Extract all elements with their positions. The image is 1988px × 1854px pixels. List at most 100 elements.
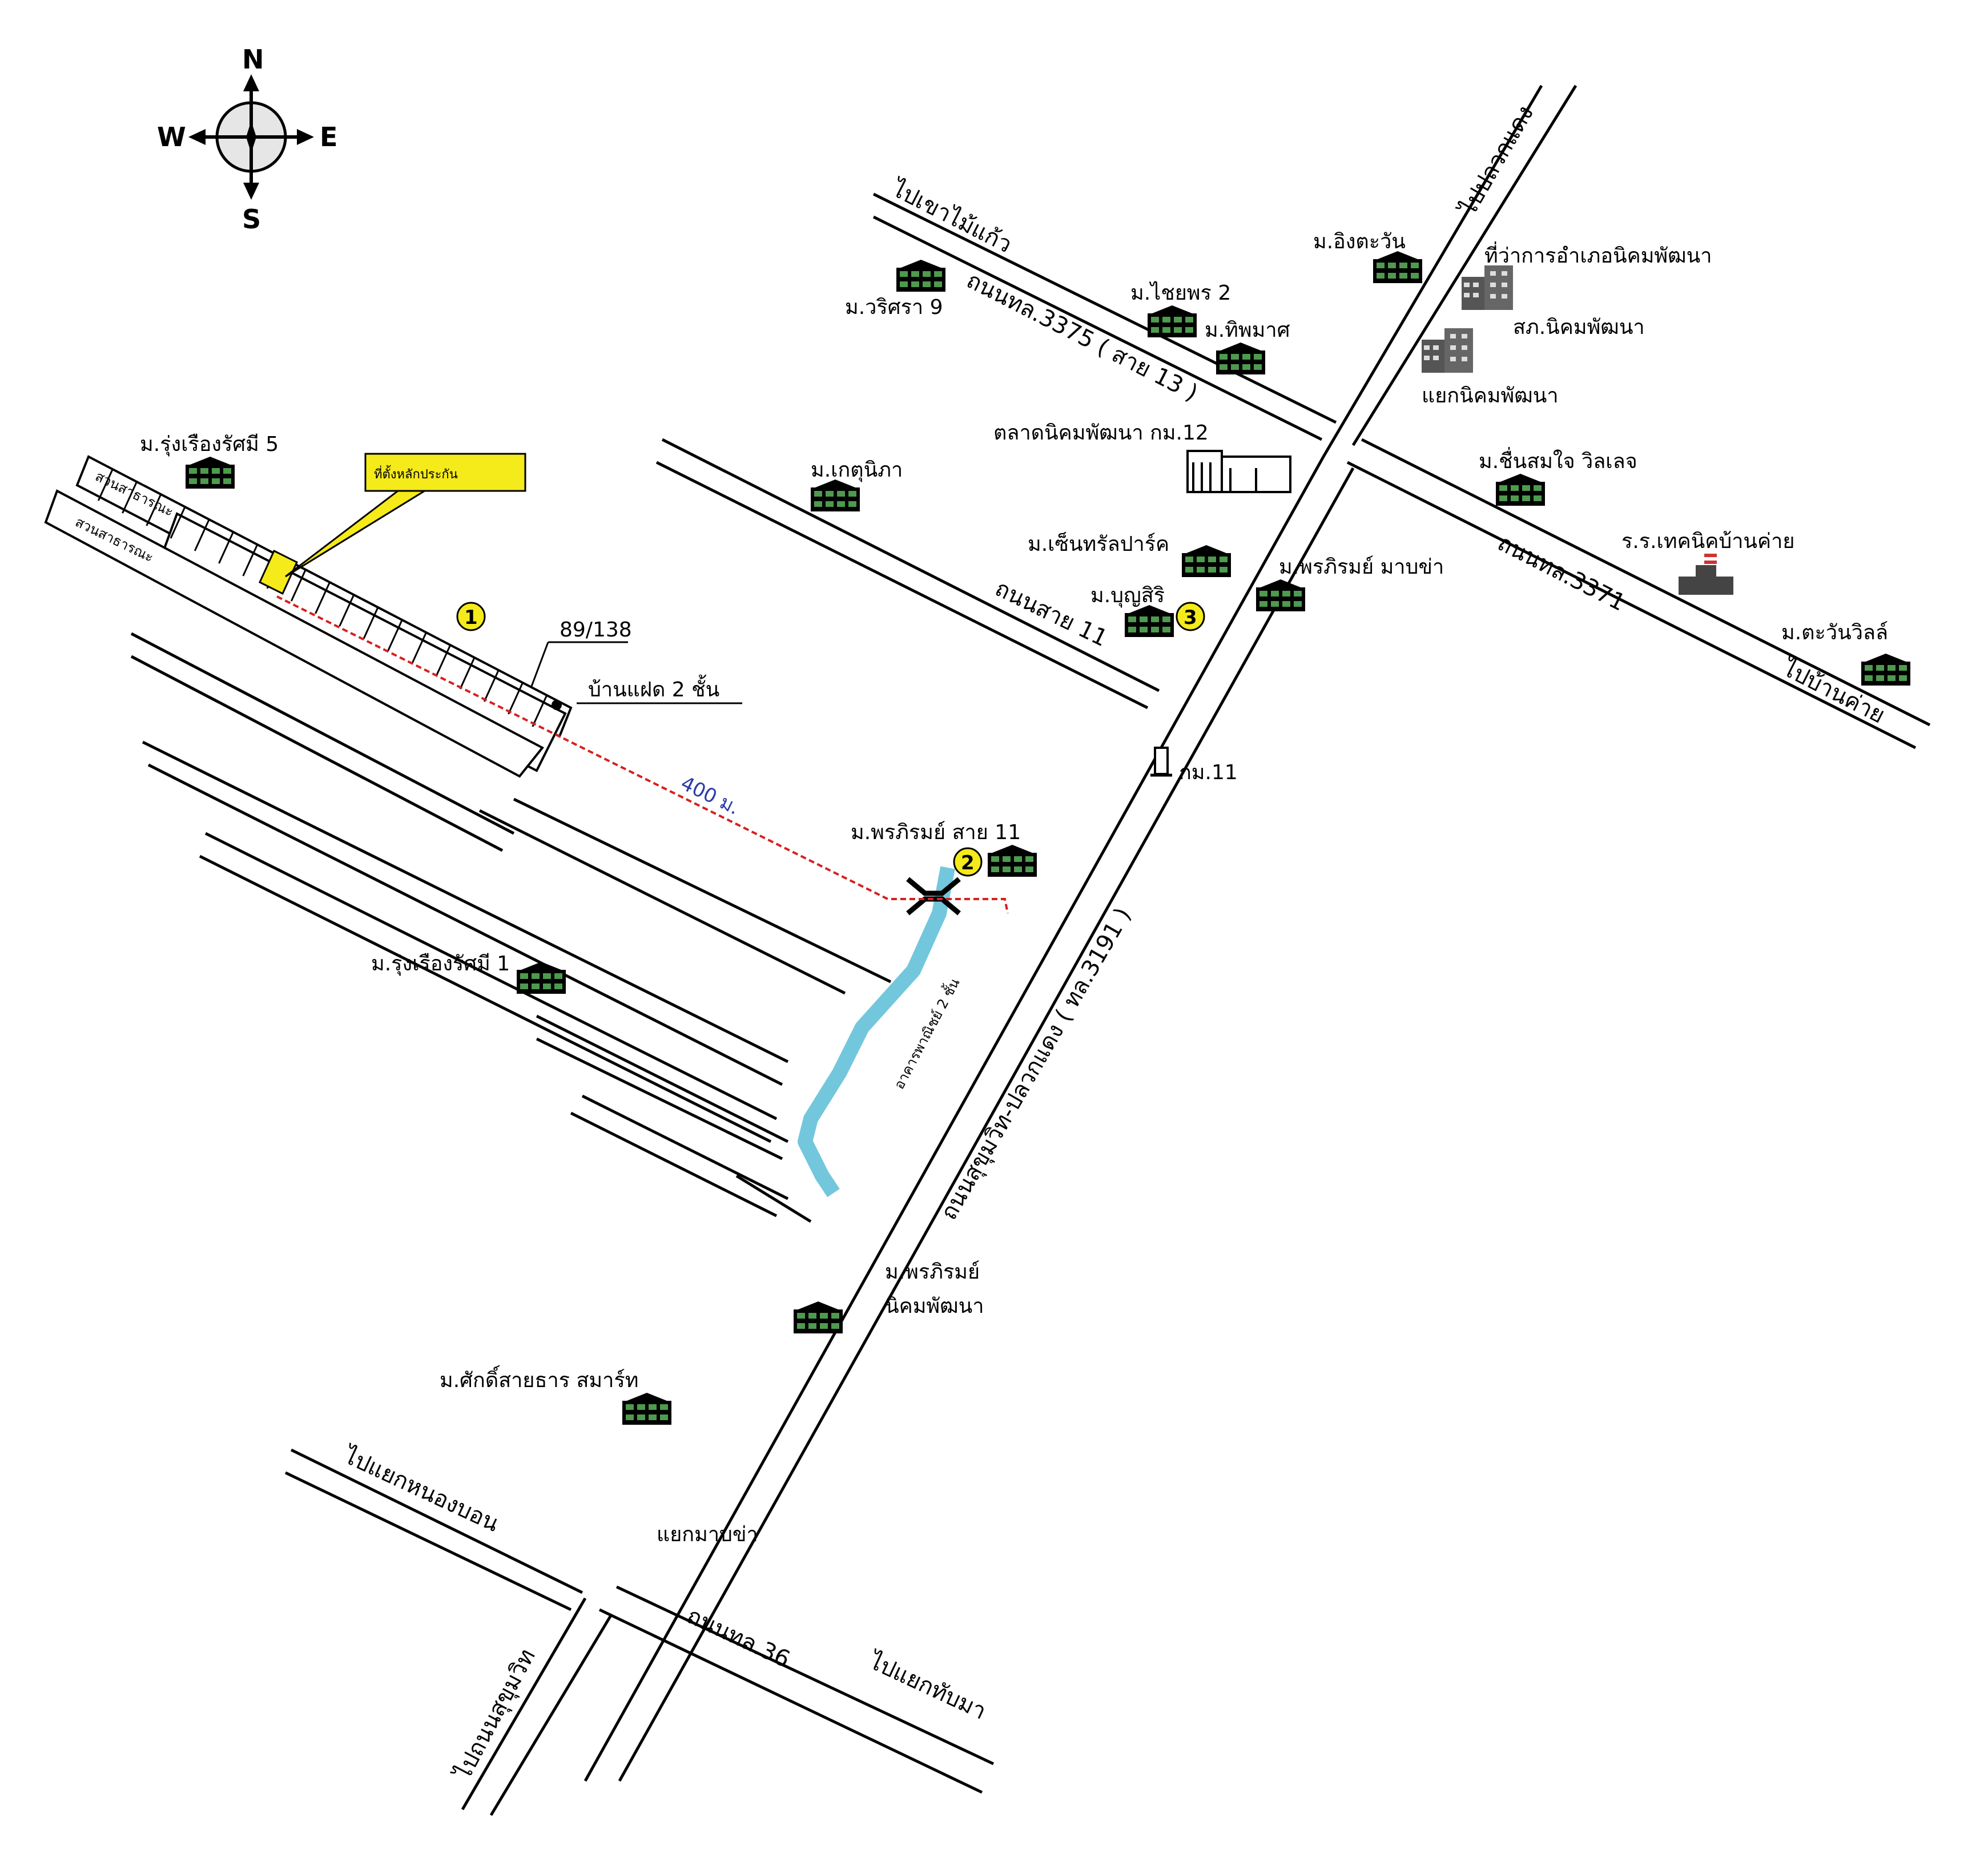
lot-divider [146,494,162,526]
canal [798,866,955,1198]
lot-divider [363,607,379,639]
lot-divider [532,695,548,727]
house-icon [1125,605,1174,637]
police-station-icon [1422,328,1473,373]
road-label-3371: ถนนทล.3371 [1493,530,1629,616]
property-callout: ที่ตั้งหลักประกัน [285,453,526,578]
label-km11: กม.11 [1179,761,1238,784]
compass-east: E [320,122,337,152]
lot-divider [97,469,114,501]
road-label-3191: ถนนสุขุมวิท-ปลวกแดง ( ทล.3191 ) [936,904,1137,1225]
marker-3: 3 [1176,602,1205,631]
label-ing-tawan: ม.อิงตะวัน [1313,230,1406,253]
house-icon [1373,251,1422,283]
house-icon [1496,474,1545,506]
house-icon [186,457,235,489]
house-icon [1256,579,1305,611]
label-warisara9: ม.วริศรา 9 [845,296,943,319]
soi-a [130,632,515,835]
label-central-park: ม.เซ็นทรัลปาร์ค [1028,531,1169,556]
school-icon [1679,554,1733,595]
label-house-number: 89/138 [560,618,632,642]
direction-sukhumvit: ไปถนนสุขุมวิท [449,1645,541,1786]
property-dot [552,700,562,710]
label-rungrueang1: ม.รุ่งเรืองรัศมี 1 [371,952,510,976]
label-district-office: ที่ว่าการอำเภอนิคมพัฒนา [1484,241,1712,268]
direction-pluakdaeng: ไปปลวกแดง [1454,101,1539,221]
label-bunsiri: ม.บุญสิริ [1090,584,1165,608]
road-3371-edge-south [1346,461,1917,749]
junction-nikhom: แยกนิคมพัฒนา [1422,384,1559,408]
bridge-icon [906,877,961,916]
house-icon [517,962,566,994]
soi-e [204,832,778,1121]
direction-khaomaikaew: ไปเขาไม้แก้ว [887,175,1016,259]
label-technical-school: ร.ร.เทคนิคบ้านค่าย [1621,530,1794,553]
lot-divider [483,670,500,702]
callout-label: ที่ตั้งหลักประกัน [374,465,458,482]
soi-j [570,1111,778,1218]
lot-divider [242,544,259,577]
label-house-type: บ้านแฝด 2 ชั้น [588,674,719,702]
soi-m [735,1174,812,1223]
lot-divider [435,644,452,677]
road-3191-edge-east [618,467,1355,1782]
house-icon [1216,342,1265,374]
lot-divider [122,481,138,514]
road-3371-edge-north [1361,438,1931,727]
house-icon [794,1301,843,1333]
soi-k [513,797,892,984]
compass-rose: N S E W [157,44,337,235]
svg-text:3: 3 [1184,606,1197,629]
marker-1: 1 [456,602,486,631]
lot-divider [508,682,524,715]
label-phonphirom-mapkha: ม.พรภิรมย์ มาบข่า [1279,555,1444,579]
road-3375-edge-south [872,215,1323,441]
road-36-edge-south [284,1471,572,1611]
label-phonphirom-sai11: ม.พรภิรมย์ สาย 11 [851,821,1021,844]
compass-south: S [242,204,261,235]
lot-divider [411,632,427,664]
lot-divider [459,657,476,690]
label-sak-saithan: ม.ศักดิ์สายธาร สมาร์ท [440,1365,638,1392]
road-36-edge-north [290,1448,583,1594]
soi-c [142,740,789,1063]
soi-g [536,1014,789,1143]
soi-f [199,855,772,1143]
house-icon [811,479,860,511]
road-3191-edge-west [583,456,1325,1782]
road-3375-edge-north [872,192,1337,424]
house-icon [1182,545,1231,577]
road-sai11-edge-south [655,461,1149,710]
label-tawan-ville: ม.ตะวันวิลล์ [1781,621,1888,644]
road-network [130,84,1931,1816]
soi-i [581,1094,789,1200]
label-distance: 400 ม. [677,772,743,820]
compass-west: W [157,122,186,152]
lot-divider [387,619,403,652]
road-sukhumvit-lower-east [489,1614,613,1816]
lot-divider [218,531,234,564]
lot-divider [170,506,186,539]
svg-text:1: 1 [464,606,478,629]
label-rungrueang5: ม.รุ่งเรืองรัศมี 5 [140,433,279,457]
label-market: ตลาดนิคมพัฒนา กม.12 [993,421,1209,445]
office-building-icon [1462,265,1513,310]
junction-mapkha: แยกมาบข่า [657,1523,758,1546]
label-thipphamat: ม.ทิพมาศ [1205,319,1290,342]
compass-north: N [242,44,264,75]
label-police: สภ.นิคมพัฒนา [1513,316,1645,339]
label-chaiyaphon2: ม.ไชยพร 2 [1130,281,1231,305]
soi-h [536,1037,783,1160]
lot-divider [339,594,355,627]
marker-2: 2 [953,847,983,877]
svg-text:2: 2 [961,852,975,874]
soi-b [130,655,504,852]
direction-nongbon: ไปแยกหนองบอน [339,1442,503,1537]
km-post-icon [1150,747,1172,777]
road-3191-edge-west-upper [1322,84,1543,458]
house-icon [1861,654,1910,686]
road-36-east-north [615,1585,995,1766]
lot-divider [290,569,307,602]
